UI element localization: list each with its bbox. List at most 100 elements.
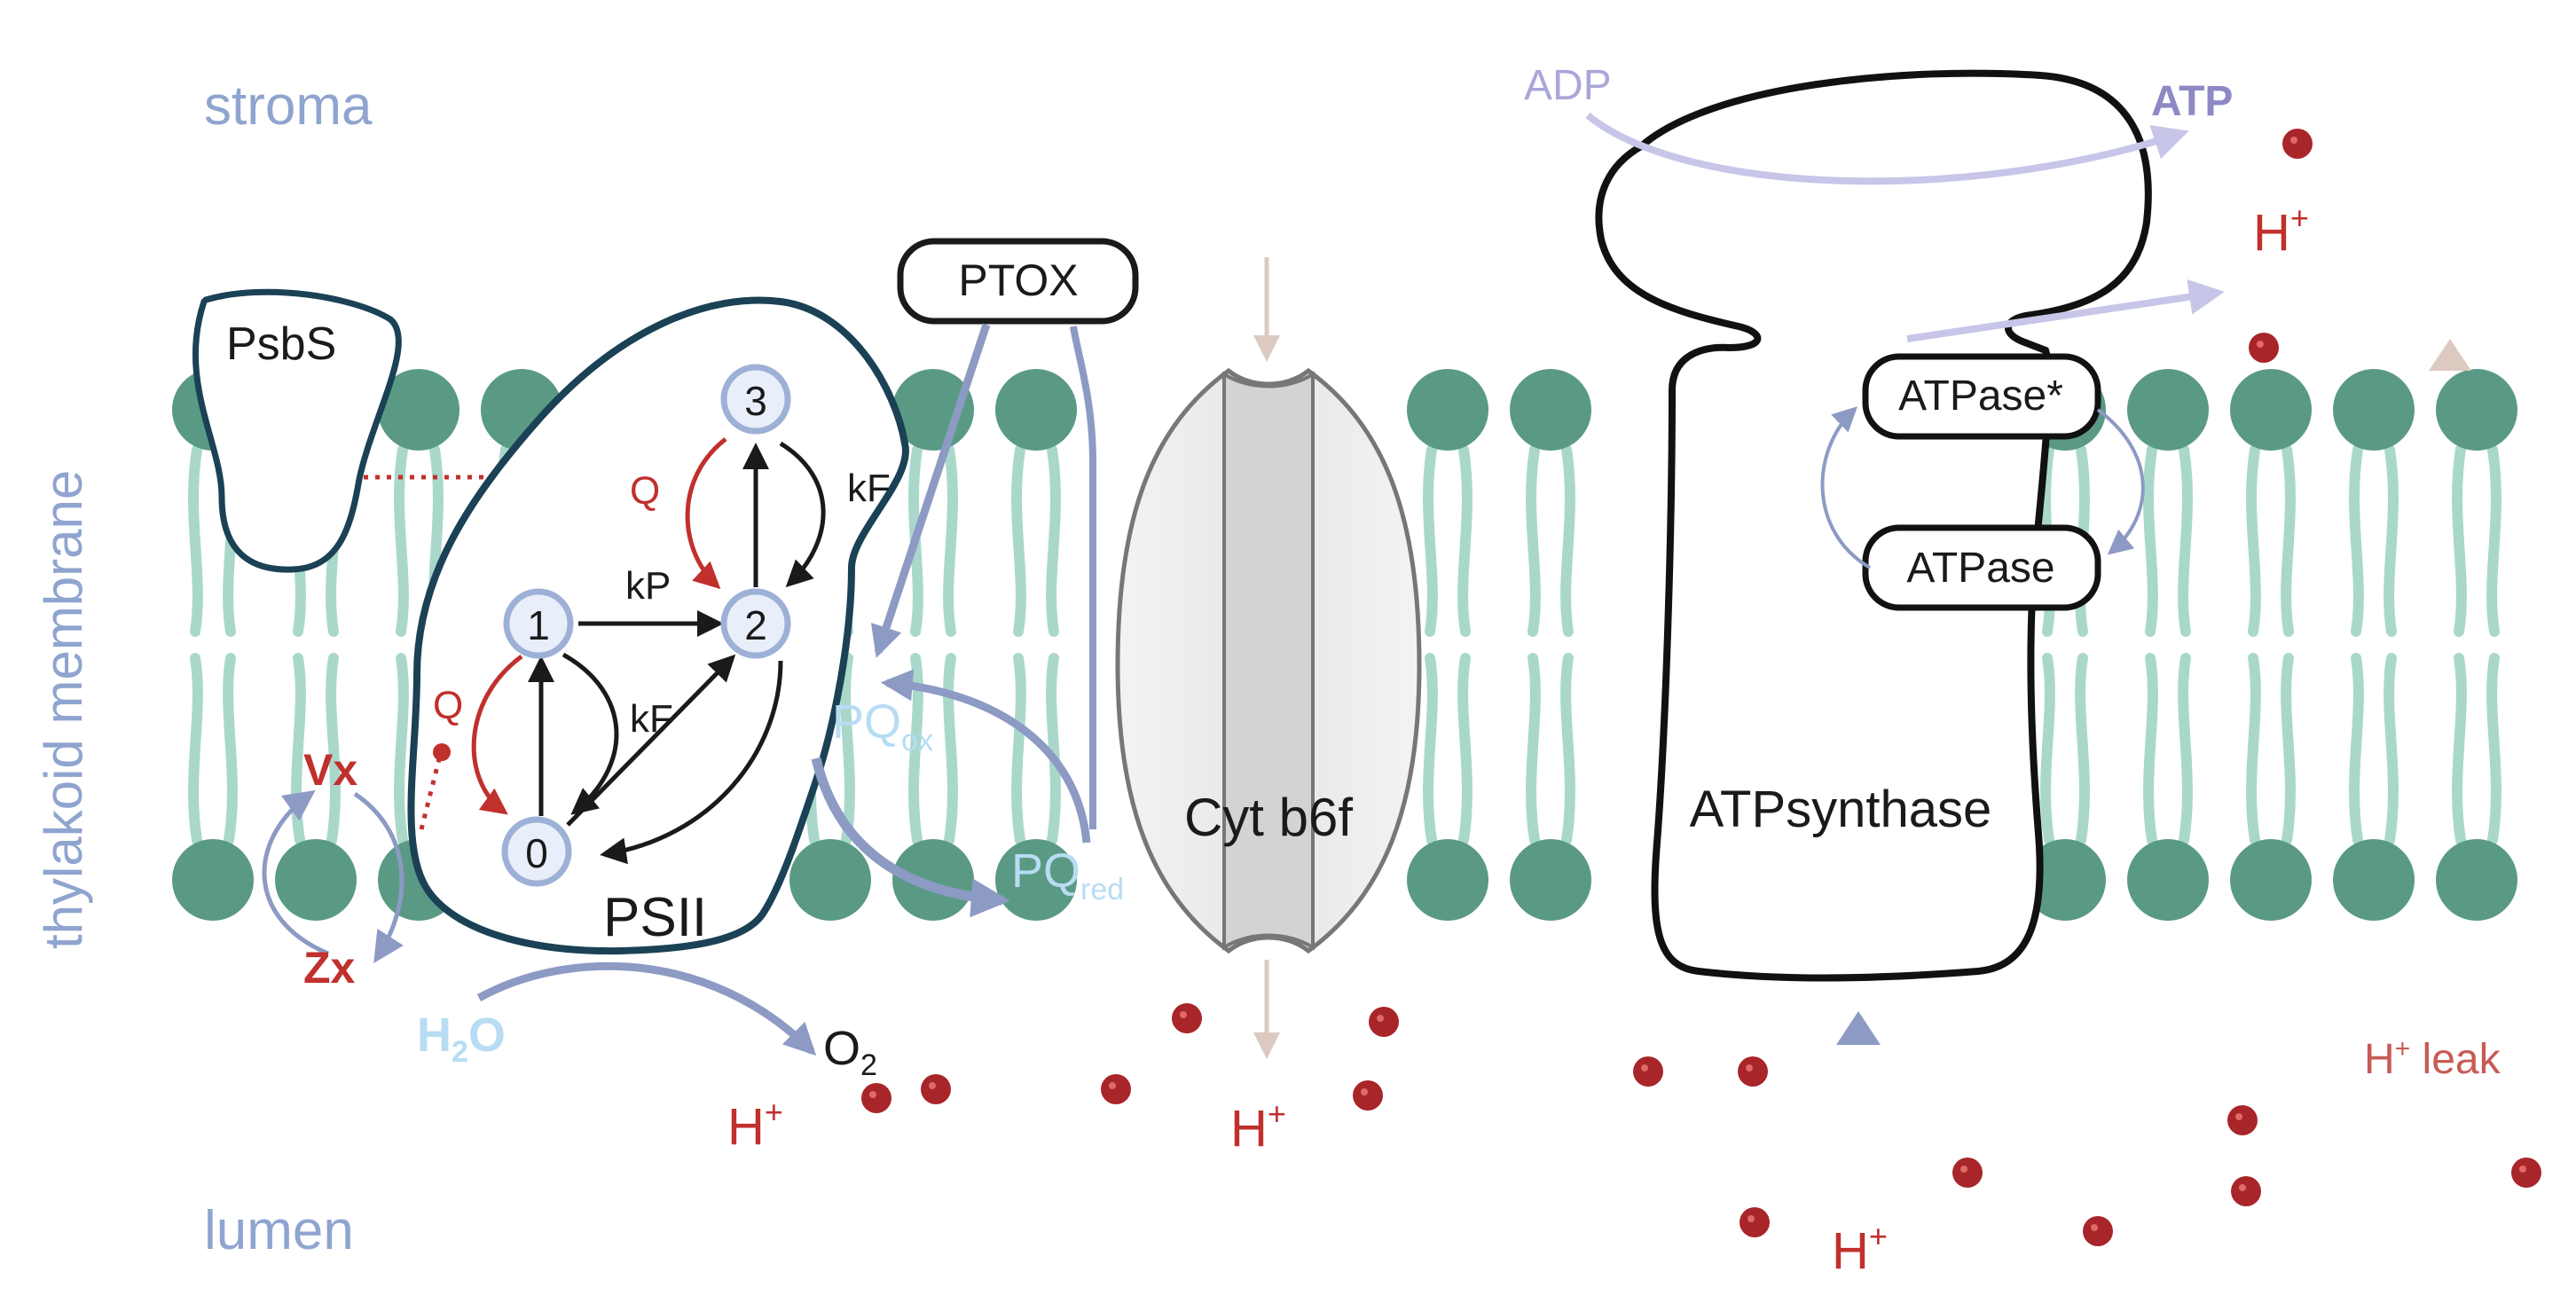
arrow-ptox-to-pqox [870,323,991,658]
h2o-sub: 2 [452,1035,468,1069]
arrow-1-to-0-quench [471,654,523,815]
lipid-head [995,839,1077,921]
proton-dot [1633,1056,1663,1087]
pq-red-label: PQred [1011,844,1124,907]
proton-dot-highlight [2239,1184,2246,1191]
q-upper-label: Q [630,469,660,513]
proton-dot [2249,333,2279,363]
lipid-head [995,369,1077,451]
lipid-head [892,839,974,921]
lipid-tail [1526,444,1541,637]
cyt-b6f-core [1222,371,1315,951]
psii-label: PSII [603,887,707,948]
proton-dot [2083,1216,2113,1246]
proton-sup: + [1869,1218,1888,1254]
atpase-active-box [1862,353,2101,440]
lipid-tail [2281,653,2296,845]
lipid-head [2230,369,2312,451]
lipid-tail [188,653,203,845]
proton-dot [921,1074,951,1104]
atpase-active-label: ATPase* [1898,373,2063,420]
lipid-tail [1526,653,1541,845]
o2-label: O2 [823,1022,877,1082]
lipid-tail [2143,444,2158,637]
lipid-tail [1423,444,1438,637]
lipid-tail [840,653,855,845]
lipid-tail [943,444,958,637]
proton-dots [861,129,2541,1246]
lipid-tail [908,653,923,845]
proton-base: H [1230,1100,1268,1158]
lipid-tail [2349,444,2364,637]
lipid-tail [2349,653,2364,845]
lipid-tail [2246,444,2261,637]
proton-dot-highlight [1180,1011,1187,1018]
arrow-2-to-0 [600,660,783,865]
psii-state-1: 1 [503,588,574,659]
arrow-h2o-to-o2 [476,962,817,1056]
pq-ox-label: PQox [832,695,933,757]
lipid-tail [2246,653,2261,845]
lipid-tail [1046,653,1061,845]
lipid-tail [1046,444,1061,637]
h2o-base: H [417,1009,452,1062]
lipid-head [1510,839,1591,921]
lipid-tail [2452,653,2467,845]
lipid-head [2333,369,2415,451]
atp-synthase-shape [1595,69,2152,982]
atp-synthase-label: ATPsynthase [1690,781,1992,838]
atpase-inactive-box [1862,524,2101,611]
lipid-tail [291,653,306,845]
lipid-tail [2075,653,2090,845]
proton-sup: + [2290,200,2309,236]
lipid-tail [2143,653,2158,845]
proton-leak-label: H+ leak [2364,1034,2501,1083]
lipid-head [789,839,871,921]
proton-leak-suffix: leak [2410,1036,2501,1083]
proton-sup: + [1268,1095,1286,1132]
lipid-tail [2486,653,2501,845]
lipid-head [2127,369,2209,451]
zx-label: Zx [303,943,356,993]
pq-ox-sub: ox [901,724,933,757]
proton-dot [1740,1207,1770,1237]
proton-label-lumen: H+ [1832,1218,1888,1280]
lipid-tail [2178,653,2193,845]
lipid-head [2024,839,2106,921]
ptox-box [897,238,1139,325]
proton-dot [1369,1007,1399,1037]
lipid-tail [326,653,341,845]
lipid-head [2230,839,2312,921]
proton-dot-highlight [2091,1224,2098,1231]
proton-dot-highlight [2257,341,2264,348]
proton-dot [861,1083,891,1113]
psii-state-3: 3 [720,364,791,435]
proton-dot-highlight [929,1082,936,1089]
proton-dot [2227,1105,2258,1135]
lipid-tail [223,653,238,845]
lipid-tail [1560,653,1575,845]
lipid-tail [2452,444,2467,637]
lipid-tail [2384,444,2399,637]
arrow-pqred-to-ptox [1070,326,1096,829]
proton-dot-highlight [1361,1088,1368,1095]
proton-dot-highlight [2235,1113,2242,1120]
lipid-tail [1423,653,1438,845]
h2o-label: H2O [417,1009,506,1069]
arrow-atpase-inactive-to-active [1820,406,1872,569]
lipid-tail [2178,444,2193,637]
arrow-3-to-2-quench [685,437,727,590]
membrane-label: thylakoid membrane [34,470,93,949]
proton-label-psii: H+ [727,1094,783,1156]
proton-dot [1952,1158,1983,1188]
lipid-tail [394,653,409,845]
lipid-tail [2486,444,2501,637]
pq-red-base: PQ [1011,844,1080,898]
lipid-head [1510,369,1591,451]
proton-leak-arrowhead [2429,339,2471,371]
arrow-psii-to-pqred [811,757,1010,918]
psii-state-3-label: 3 [744,378,767,424]
lipid-head [378,369,459,451]
lipid-head [172,839,254,921]
atpase-inactive-label: ATPase [1906,545,2054,592]
